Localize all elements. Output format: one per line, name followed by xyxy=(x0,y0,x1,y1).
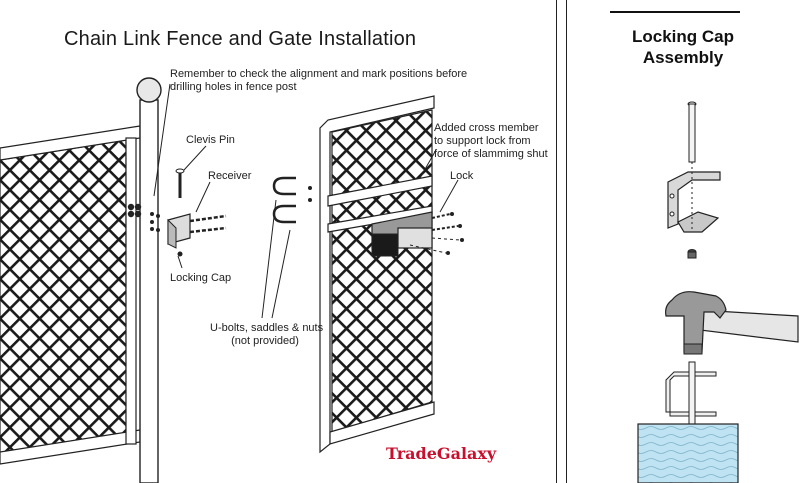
installed-pin-icon xyxy=(665,361,717,425)
alignment-note-line2: drilling holes in fence post xyxy=(170,81,297,93)
installation-panel: Chain Link Fence and Gate Installation R… xyxy=(0,28,548,483)
assembly-title: Locking Cap Assembly xyxy=(566,26,800,68)
clevis-pin xyxy=(175,168,185,198)
title-rule xyxy=(610,11,740,13)
fence-post xyxy=(127,77,162,483)
receiver-bracket xyxy=(156,213,227,257)
assembly-drawing xyxy=(637,101,799,483)
locking-cap-label: Locking Cap xyxy=(170,272,232,284)
ubolts-line2: (not provided) xyxy=(231,335,299,347)
page-title: Chain Link Fence and Gate Installation xyxy=(64,28,417,50)
ubolts-note: U-bolts, saddles & nuts (not provided) xyxy=(210,322,324,348)
u-bolts xyxy=(272,176,312,224)
ubolts-line1: U-bolts, saddles & nuts xyxy=(210,322,324,334)
hammer-icon xyxy=(665,291,799,355)
gate-panel xyxy=(319,95,435,454)
assembly-receiver-icon xyxy=(667,162,721,233)
panel-divider-left xyxy=(556,0,557,483)
fence-panel xyxy=(0,125,141,465)
receiver-label: Receiver xyxy=(208,170,252,182)
assembly-title-line1: Locking Cap xyxy=(631,27,734,46)
assembly-title-line2: Assembly xyxy=(642,48,724,67)
assembly-cap-icon xyxy=(687,249,697,259)
alignment-note-line1: Remember to check the alignment and mark… xyxy=(170,68,468,80)
cross-member-line2: to support lock from xyxy=(434,135,531,147)
clevis-pin-label: Clevis Pin xyxy=(186,134,235,146)
assembly-pin-icon xyxy=(687,101,697,163)
installation-drawing xyxy=(0,77,464,483)
lock-label: Lock xyxy=(450,170,474,182)
wood-block-icon xyxy=(637,423,739,483)
panel-divider-right xyxy=(566,0,567,483)
cross-member-note: Added cross member to support lock from … xyxy=(434,122,548,161)
cross-member-line1: Added cross member xyxy=(434,122,539,134)
brand-logo: TradeGalaxy xyxy=(386,444,497,463)
alignment-note: Remember to check the alignment and mark… xyxy=(170,68,467,94)
leader-lines xyxy=(153,83,459,319)
gate-lock xyxy=(371,211,464,257)
cross-member-line3: force of slammimg shut xyxy=(434,148,548,160)
assembly-panel: Locking Cap Assembly xyxy=(566,0,800,483)
